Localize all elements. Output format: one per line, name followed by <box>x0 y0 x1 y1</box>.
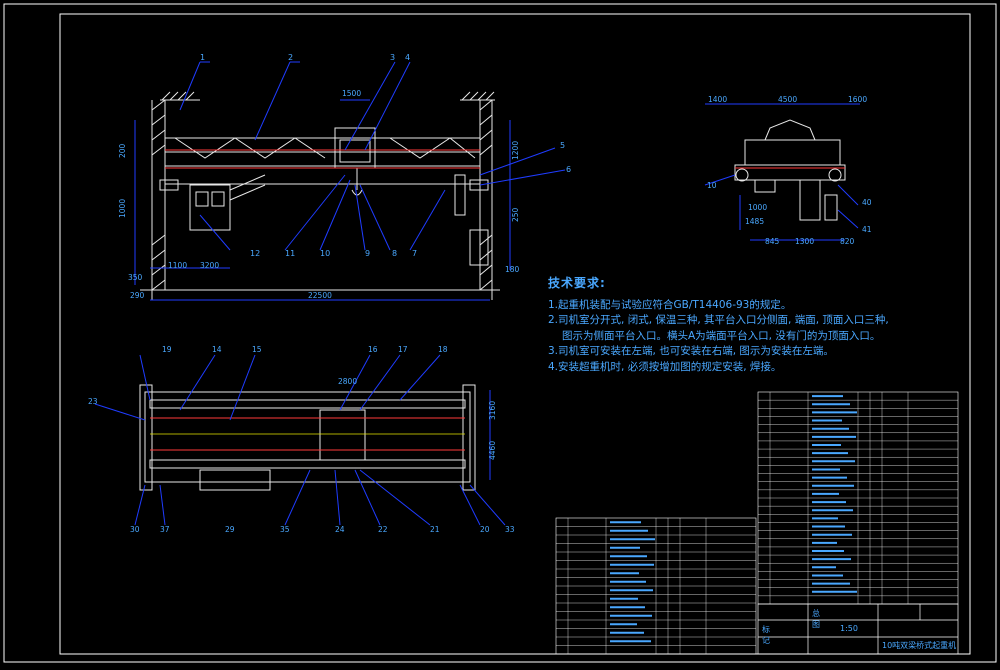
side-dim-1300: 1300 <box>795 237 814 246</box>
plan-callout-15: 15 <box>252 345 262 354</box>
title-block-scale: 1:50 <box>840 624 858 633</box>
callout-1: 1 <box>200 53 205 62</box>
callout-6: 6 <box>566 165 571 174</box>
plan-callout-35: 35 <box>280 525 290 534</box>
plan-callout-29: 29 <box>225 525 235 534</box>
outer-frame <box>3 3 997 663</box>
callout-5: 5 <box>560 141 565 150</box>
plan-callout-14: 14 <box>212 345 222 354</box>
plan-callout-21: 21 <box>430 525 440 534</box>
dim-200: 200 <box>118 143 127 158</box>
side-callout-10: 10 <box>707 181 717 190</box>
plan-callout-33: 33 <box>505 525 515 534</box>
dim-290: 290 <box>130 291 145 300</box>
callout-2: 2 <box>288 53 293 62</box>
side-elevation-view: 1400 4500 1600 1000 1485 845 1300 820 10… <box>704 95 872 246</box>
callout-10: 10 <box>320 249 330 258</box>
dim-180: 180 <box>505 265 520 274</box>
side-callout-41: 41 <box>862 225 872 234</box>
plan-view: 19 14 15 16 17 18 23 30 37 29 35 24 22 2… <box>88 345 515 534</box>
side-dim-1485: 1485 <box>745 217 764 226</box>
plan-callout-37: 37 <box>160 525 170 534</box>
side-dim-1000: 1000 <box>748 203 767 212</box>
dim-250: 250 <box>511 207 520 222</box>
plan-dim-4460: 4460 <box>488 441 497 460</box>
plan-callout-22: 22 <box>378 525 388 534</box>
plan-dim-2800: 2800 <box>338 377 357 386</box>
callout-4: 4 <box>405 53 410 62</box>
plan-callout-20: 20 <box>480 525 490 534</box>
dim-1500: 1500 <box>342 89 361 98</box>
plan-callout-16: 16 <box>368 345 378 354</box>
callout-11: 11 <box>285 249 295 258</box>
plan-callout-19: 19 <box>162 345 172 354</box>
dim-1100: 1100 <box>168 261 187 270</box>
technical-requirements: 技术要求: 1.起重机装配与试验应符合GB/T14406-93的规定。 2.司机… <box>548 276 968 375</box>
title-block-drawing-label: 总图 <box>812 609 820 629</box>
side-dim-845: 845 <box>765 237 780 246</box>
front-elevation-view: 1 2 3 4 5 6 12 11 10 9 8 7 1500 200 1000… <box>118 53 571 301</box>
tech-note-3: 3.司机室可安装在左端, 也可安装在右端, 图示为安装在左端。 <box>548 345 834 357</box>
plan-callout-23: 23 <box>88 397 98 406</box>
dim-3200: 3200 <box>200 261 219 270</box>
callout-8: 8 <box>392 249 397 258</box>
dim-22500: 22500 <box>308 291 332 300</box>
plan-callout-17: 17 <box>398 345 408 354</box>
tech-note-2: 2.司机室分开式, 闭式, 保温三种, 其平台入口分侧面, 端面, 顶面入口三种… <box>548 314 889 326</box>
dim-350: 350 <box>128 273 143 282</box>
callout-3: 3 <box>390 53 395 62</box>
tech-note-1: 1.起重机装配与试验应符合GB/T14406-93的规定。 <box>548 298 792 311</box>
plan-callout-30: 30 <box>130 525 140 534</box>
parts-list-left-rows <box>556 518 756 654</box>
side-dim-1600: 1600 <box>848 95 867 104</box>
technical-requirements-title: 技术要求: <box>548 276 606 290</box>
plan-dim-3160: 3160 <box>488 401 497 420</box>
side-dim-4500: 4500 <box>778 95 797 104</box>
side-dim-1400: 1400 <box>708 95 727 104</box>
side-callout-40: 40 <box>862 198 872 207</box>
callout-7: 7 <box>412 249 417 258</box>
callout-9: 9 <box>365 249 370 258</box>
dim-1200: 1200 <box>511 141 520 160</box>
title-block-mark-label: 标记 <box>762 625 770 645</box>
tech-note-4: 4.安装超重机时, 必须按增加图的规定安装, 焊接。 <box>548 360 782 373</box>
title-block <box>757 603 959 655</box>
inner-frame <box>59 13 971 655</box>
plan-callout-18: 18 <box>438 345 448 354</box>
dim-1000: 1000 <box>118 199 127 218</box>
callout-12: 12 <box>250 249 260 258</box>
parts-list-right-rows <box>758 392 958 604</box>
tech-note-2-cont: 图示为侧面平台入口。横头A为端面平台入口, 没有门的为顶面入口。 <box>562 329 881 342</box>
plan-callout-24: 24 <box>335 525 345 534</box>
side-dim-820: 820 <box>840 237 855 246</box>
title-block-project-title: 10吨双梁桥式起重机 <box>882 641 957 650</box>
